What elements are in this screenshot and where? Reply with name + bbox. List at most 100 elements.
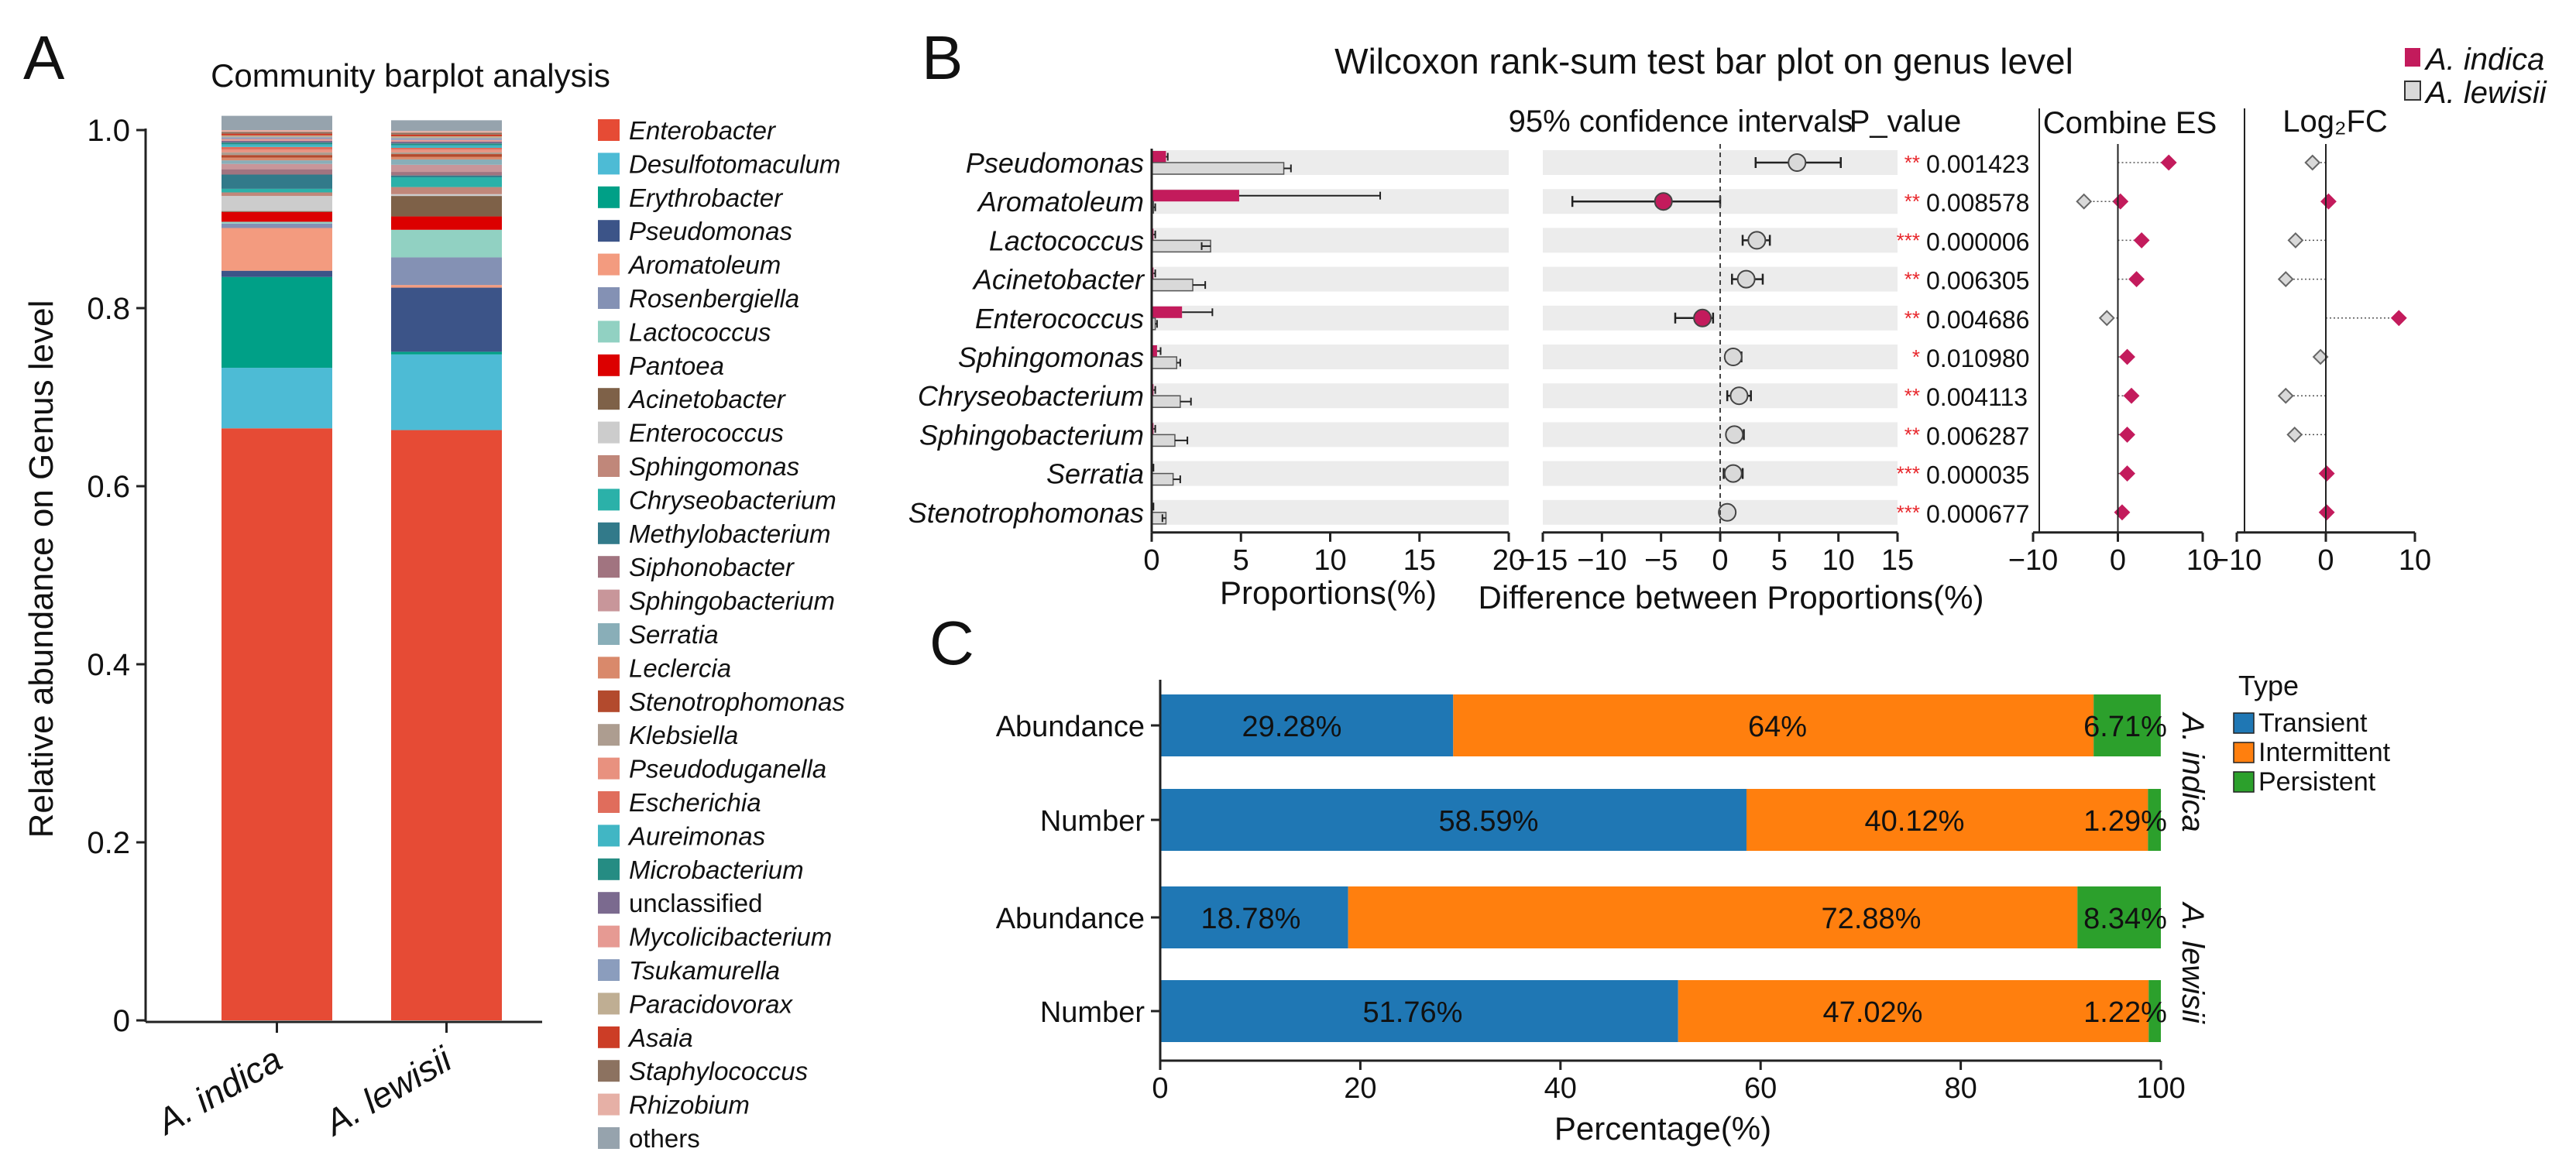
bar-segment: [222, 211, 332, 212]
log2fc-marker: [2320, 193, 2337, 210]
bar-segment: [222, 228, 332, 271]
log2fc-marker: [2390, 310, 2407, 327]
bar-segment: [222, 428, 332, 1020]
p-value-label: 0.004113: [1926, 383, 2028, 411]
legend-swatch: [598, 959, 620, 981]
bar-segment: [391, 141, 502, 144]
legend-swatch: [598, 623, 620, 645]
p-value-stars: **: [1905, 307, 1920, 330]
genus-label: Acinetobacter: [972, 264, 1145, 296]
ci-title: 95% confidence intervals: [1509, 105, 1853, 139]
proportion-bar-indica: [1152, 345, 1157, 357]
log2fc-marker: [2304, 154, 2321, 171]
bar-segment: [222, 192, 332, 197]
log2fc-tick-label: 0: [2317, 544, 2334, 577]
legend-title-type: Type: [2238, 670, 2299, 701]
pvalue-title: P_value: [1850, 105, 1962, 139]
legend-swatch: [598, 757, 620, 780]
legend-label-lewisii: A. lewisii: [2424, 76, 2547, 110]
log2fc-title: Log₂FC: [2282, 105, 2388, 139]
bar-segment: [222, 149, 332, 153]
y-tick-label: Abundance: [996, 711, 1145, 743]
stacked-bar-segment: [1678, 980, 2149, 1042]
legend-swatch: [2233, 712, 2255, 734]
bar-value-label: 1.22%: [2083, 996, 2167, 1029]
legend-label-indica: A. indica: [2424, 43, 2544, 77]
p-value-label: 0.000035: [1926, 461, 2029, 489]
bar-segment: [391, 139, 502, 142]
y-tick-label: Abundance: [996, 903, 1145, 935]
proportion-bar-lewisii: [1151, 278, 1194, 292]
proportions-tick-label: 20: [1492, 544, 1525, 577]
stacked-bar-segment: [1160, 886, 1348, 948]
bar-segment: [222, 140, 332, 143]
difference-point: [1747, 231, 1767, 250]
difference-tick-label: 0: [1712, 544, 1728, 577]
legend-label: Serratia: [629, 620, 719, 649]
p-value-label: 0.000006: [1926, 228, 2029, 255]
legend-swatch: [598, 119, 620, 141]
difference-point: [1736, 269, 1756, 289]
proportions-tick-label: 15: [1403, 544, 1436, 577]
row-band: [1152, 422, 1509, 447]
difference-point: [1788, 153, 1807, 172]
legend-swatch-lewisii: [2404, 81, 2421, 101]
legend-label: Pseudomonas: [629, 217, 792, 245]
legend-label: Sphingobacterium: [629, 587, 835, 615]
legend-swatch: [598, 1026, 620, 1048]
p-value-stars: ***: [1897, 228, 1920, 252]
y-tick-label: 0.4: [87, 648, 130, 682]
legend-swatch: [598, 220, 620, 242]
group-label: A. lewisii: [2176, 901, 2210, 1024]
x-tick-label: 20: [1344, 1072, 1376, 1105]
bar-value-label: 8.34%: [2083, 903, 2167, 935]
bar-segment: [222, 155, 332, 158]
bar-segment: [222, 276, 332, 369]
row-band: [1543, 461, 1898, 486]
bar-segment: [391, 257, 502, 286]
legend-label: Lactococcus: [629, 317, 771, 346]
legend-swatch: [2233, 771, 2255, 793]
legend-label: Rhizobium: [629, 1091, 750, 1119]
stacked-bar-segment: [1160, 789, 1747, 851]
bar-segment: [391, 187, 502, 194]
legend-label: Staphylococcus: [629, 1057, 808, 1085]
chart-a-ylabel: Relative abundance on Genus level: [22, 300, 60, 838]
stacked-bar-segment: [1160, 694, 1454, 756]
difference-point: [1723, 464, 1743, 483]
bar-segment: [222, 368, 332, 429]
chart-c-xlabel: Percentage(%): [1554, 1110, 1771, 1147]
combine-es-marker: [2098, 310, 2115, 327]
legend-swatch: [598, 556, 620, 578]
bar-value-label: 51.76%: [1363, 996, 1463, 1029]
y-tick-label: 0: [113, 1004, 130, 1038]
panel-label-b: B: [922, 23, 963, 92]
bar-segment: [391, 134, 502, 137]
bar-segment: [391, 149, 502, 153]
legend-label: Paracidovorax: [629, 989, 793, 1018]
bar-segment: [391, 154, 502, 157]
combine-es-marker: [2076, 193, 2093, 210]
legend-label: Intermittent: [2258, 738, 2391, 767]
x-tick-label: 80: [1944, 1072, 1977, 1105]
legend-swatch: [598, 287, 620, 309]
combine-es-marker: [2119, 426, 2135, 443]
legend-label: Stenotrophomonas: [629, 687, 845, 716]
legend-label: Methylobacterium: [629, 519, 830, 548]
bar-segment: [222, 163, 332, 170]
bar-segment: [391, 148, 502, 150]
combine-es-marker: [2133, 231, 2150, 249]
y-tick-label: Number: [1040, 805, 1145, 838]
combine-es-marker: [2160, 154, 2177, 171]
log2fc-tick-label: 10: [2399, 544, 2431, 577]
bar-segment: [391, 175, 502, 177]
chart-a-title: Community barplot analysis: [211, 57, 610, 94]
legend-swatch: [598, 253, 620, 276]
bar-segment: [222, 157, 332, 161]
bar-segment: [222, 221, 332, 224]
bar-segment: [222, 142, 332, 145]
p-value-label: 0.008578: [1926, 189, 2029, 217]
log2fc-marker: [2286, 426, 2303, 443]
bar-value-label: 58.59%: [1439, 805, 1539, 838]
difference-point: [1693, 308, 1712, 327]
